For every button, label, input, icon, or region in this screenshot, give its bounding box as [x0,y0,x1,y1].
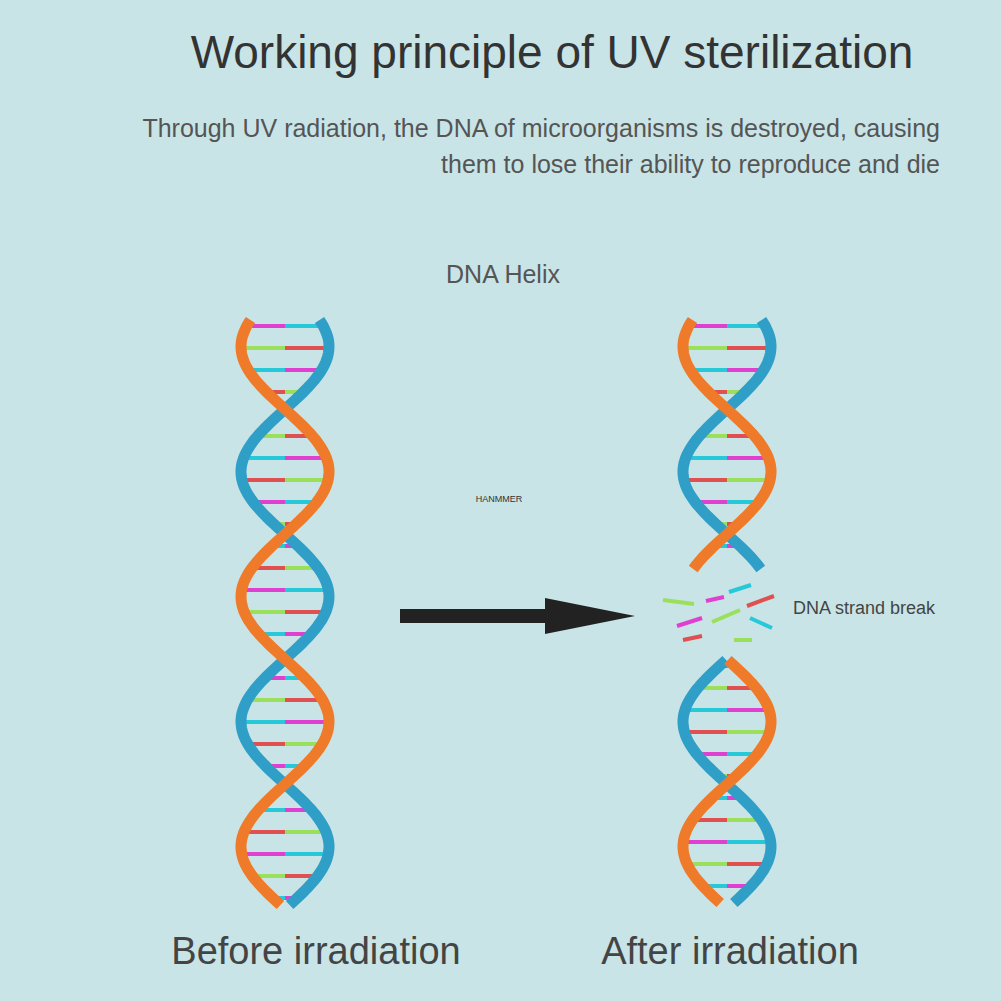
base-pair [285,588,328,592]
base-pair [285,852,328,856]
dna-fragments [663,585,774,640]
dna-strand [683,320,771,569]
base-pair [242,852,285,856]
arrow [400,598,635,634]
base-pair [727,730,770,734]
base-pair [727,840,771,844]
base-pair [241,720,285,724]
base-pair [242,478,285,482]
base-pair [684,730,727,734]
dna-helix-after-bottom [683,660,771,903]
base-pair [285,720,329,724]
dna-helix [241,320,771,905]
state-label: Before irradiation [171,930,460,973]
base-pair [683,840,727,844]
title: Working principle of UV sterilization [191,25,914,79]
base-pair [242,588,285,592]
dna-helix-before [241,320,329,905]
dna-helix-after-top [683,320,771,569]
base-pair [683,346,727,350]
dna-strand [241,320,329,905]
dna-strand [683,660,771,903]
base-pair [285,346,329,350]
subtitle: Through UV radiation, the DNA of microor… [140,110,940,182]
base-pair [241,346,285,350]
dna-strand [683,320,771,569]
base-pair [285,478,328,482]
helix-label: DNA Helix [446,260,560,289]
dna-strand [683,660,771,903]
base-pair [684,478,727,482]
base-pair [727,346,771,350]
dna-strand [241,320,329,905]
state-label: After irradiation [601,930,859,973]
watermark: HANMMER [476,494,523,504]
base-pair [727,478,770,482]
callout-label: DNA strand break [793,598,935,619]
